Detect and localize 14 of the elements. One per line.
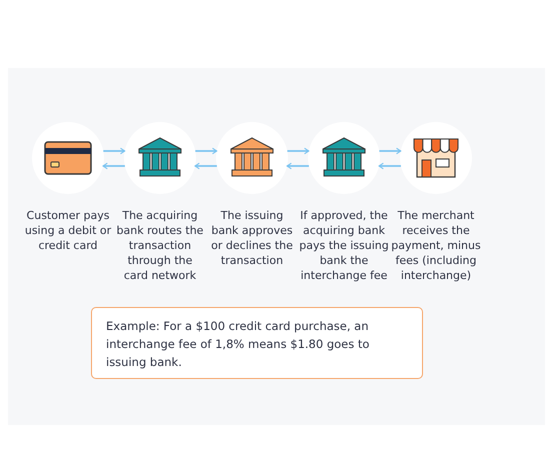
arrow [102,162,125,170]
step-caption: The issuing bank approves or declines the transaction [210,208,294,268]
arrow [379,148,402,154]
step-caption: Customer pays using a debit or credit card [24,208,112,253]
step-caption: The acquiring bank routes the transaction through the card network [116,208,204,283]
arrow [287,148,310,154]
step-caption: The merchant receives the payment, minus fees (including interchange) [390,208,482,283]
arrow [194,162,217,170]
arrow [195,148,218,154]
arrow [378,162,401,170]
arrow [286,162,309,170]
step-caption: If approved, the acquiring bank pays the issuing bank the interchange fee [298,208,390,283]
example-box: Example: For a $100 credit card purchase, an interchange fee of 1,8% means $1.80 goes to issuing bank. [91,307,423,379]
arrow [103,148,126,154]
